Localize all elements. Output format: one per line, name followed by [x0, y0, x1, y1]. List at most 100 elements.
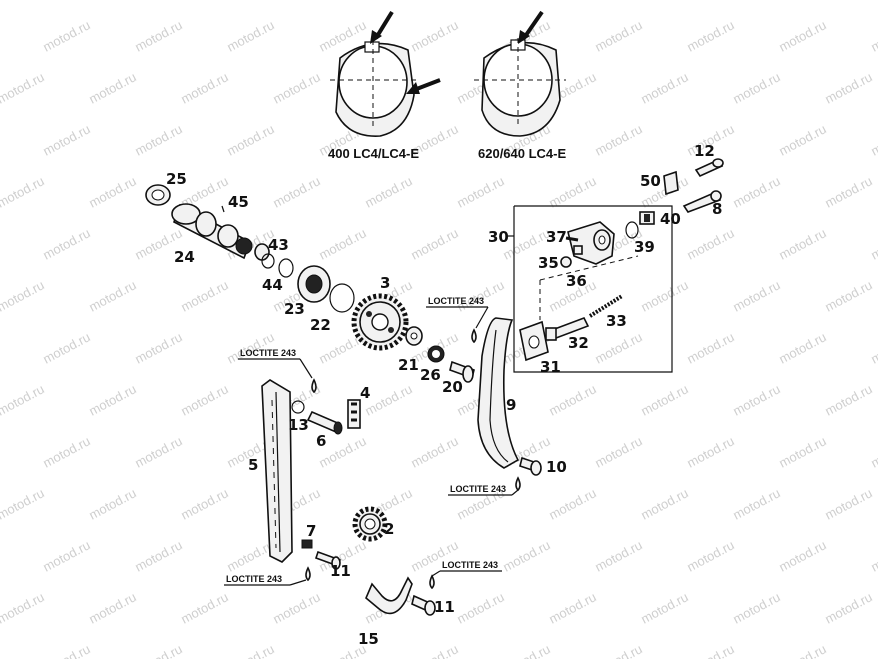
watermark-text: motod.ru: [822, 173, 874, 210]
chain-guide-5: [261, 379, 293, 563]
watermark-text: motod.ru: [730, 69, 782, 106]
watermark-text: motod.ru: [178, 381, 230, 418]
watermark-text: motod.ru: [638, 381, 690, 418]
watermark-text: motod.ru: [684, 641, 736, 659]
watermark-text: motod.ru: [500, 641, 552, 659]
label-part-6: 6: [316, 432, 326, 450]
watermark-text: motod.ru: [868, 641, 878, 659]
screw-8: [682, 190, 722, 213]
loctite-drop-20: [471, 328, 477, 344]
loctite-callout-top: LOCTITE 243: [426, 296, 489, 329]
watermark-text: motod.ru: [132, 121, 184, 158]
inset-400-lc4: [330, 10, 441, 137]
watermark-text: motod.ru: [638, 589, 690, 626]
label-part-10: 10: [546, 458, 567, 476]
watermark-text: motod.ru: [40, 17, 92, 54]
watermark-text: motod.ru: [730, 0, 782, 3]
label-part-22: 22: [310, 316, 331, 334]
label-part-36: 36: [566, 272, 587, 290]
watermark-text: motod.ru: [178, 277, 230, 314]
clip-50: [663, 170, 679, 196]
watermark-text: motod.ru: [132, 537, 184, 574]
watermark-text: motod.ru: [0, 173, 47, 210]
label-part-13: 13: [288, 416, 309, 434]
watermark-text: motod.ru: [638, 0, 690, 3]
watermark-text: motod.ru: [0, 17, 1, 54]
loctite-callout-lower-right: LOCTITE 243: [431, 560, 502, 577]
spring-33: [588, 294, 624, 318]
watermark-text: motod.ru: [546, 485, 598, 522]
watermark-text: motod.ru: [546, 381, 598, 418]
label-part-35: 35: [538, 254, 559, 272]
watermark-text: motod.ru: [730, 173, 782, 210]
bracket-15: [365, 576, 413, 615]
watermark-text: motod.ru: [224, 121, 276, 158]
watermark-text: motod.ru: [868, 537, 878, 574]
label-part-30: 30: [488, 228, 509, 246]
watermark-text: motod.ru: [270, 69, 322, 106]
watermark-text: motod.ru: [822, 69, 874, 106]
label-part-4: 4: [360, 384, 370, 402]
watermark-text: motod.ru: [270, 0, 322, 3]
label-part-9: 9: [506, 396, 516, 414]
watermark-text: motod.ru: [684, 537, 736, 574]
watermark-text: motod.ru: [86, 0, 138, 3]
label-part-50: 50: [640, 172, 661, 190]
bolt-32: [545, 316, 590, 341]
watermark-text: motod.ru: [0, 485, 47, 522]
ball-bearing-22: [297, 265, 355, 313]
screw-11-lower: [314, 550, 342, 570]
watermark-text: motod.ru: [868, 433, 878, 470]
label-part-3: 3: [380, 274, 390, 292]
label-part-21: 21: [398, 356, 419, 374]
label-part-8: 8: [712, 200, 722, 218]
watermark-text: motod.ru: [730, 485, 782, 522]
inset-620-lc4: [474, 10, 566, 137]
watermark-text: motod.ru: [822, 381, 874, 418]
watermark-text: motod.ru: [776, 17, 828, 54]
watermark-text: motod.ru: [592, 537, 644, 574]
watermark-text: motod.ru: [776, 329, 828, 366]
watermark-text: motod.ru: [40, 433, 92, 470]
watermark-text: motod.ru: [178, 485, 230, 522]
loctite-callout-right: LOCTITE 243: [448, 484, 519, 496]
label-part-40: 40: [660, 210, 681, 228]
watermark-text: motod.ru: [0, 537, 1, 574]
watermark-text: motod.ru: [362, 173, 414, 210]
label-part-31: 31: [540, 358, 561, 376]
watermark-text: motod.ru: [178, 69, 230, 106]
watermark-text: motod.ru: [684, 329, 736, 366]
circlip-23: [278, 258, 294, 278]
label-part-44: 44: [262, 276, 283, 294]
screw-11-bracket: [411, 594, 436, 616]
watermark-text: motod.ru: [730, 381, 782, 418]
label-part-32: 32: [568, 334, 589, 352]
watermark-text: motod.ru: [40, 225, 92, 262]
watermark-text: motod.ru: [0, 121, 1, 158]
watermark-text: motod.ru: [316, 225, 368, 262]
watermark-text: motod.ru: [40, 537, 92, 574]
tensioner-housing: [567, 221, 615, 265]
watermark-text: motod.ru: [592, 329, 644, 366]
watermark-text: motod.ru: [776, 433, 828, 470]
label-part-15: 15: [358, 630, 379, 648]
o-ring-13: [291, 400, 305, 414]
svg-text:LOCTITE 243: LOCTITE 243: [428, 296, 484, 306]
watermark-text: motod.ru: [270, 589, 322, 626]
ball-35: [560, 256, 572, 268]
pin-37: [565, 236, 579, 242]
bolt-20: [449, 360, 475, 383]
watermark-text: motod.ru: [86, 69, 138, 106]
ring-39: [625, 221, 639, 239]
watermark-text: motod.ru: [776, 537, 828, 574]
label-part-5: 5: [248, 456, 258, 474]
watermark-text: motod.ru: [408, 433, 460, 470]
tensioner-assembly-box: [506, 205, 673, 373]
watermark-text: motod.ru: [592, 433, 644, 470]
watermark-text: motod.ru: [454, 173, 506, 210]
svg-text:LOCTITE 243: LOCTITE 243: [226, 574, 282, 584]
watermark-text: motod.ru: [684, 433, 736, 470]
crank-sprocket-2: [352, 506, 388, 542]
caption-400-lc4: 400 LC4/LC4-E: [328, 146, 419, 161]
watermark-text: motod.ru: [408, 641, 460, 659]
